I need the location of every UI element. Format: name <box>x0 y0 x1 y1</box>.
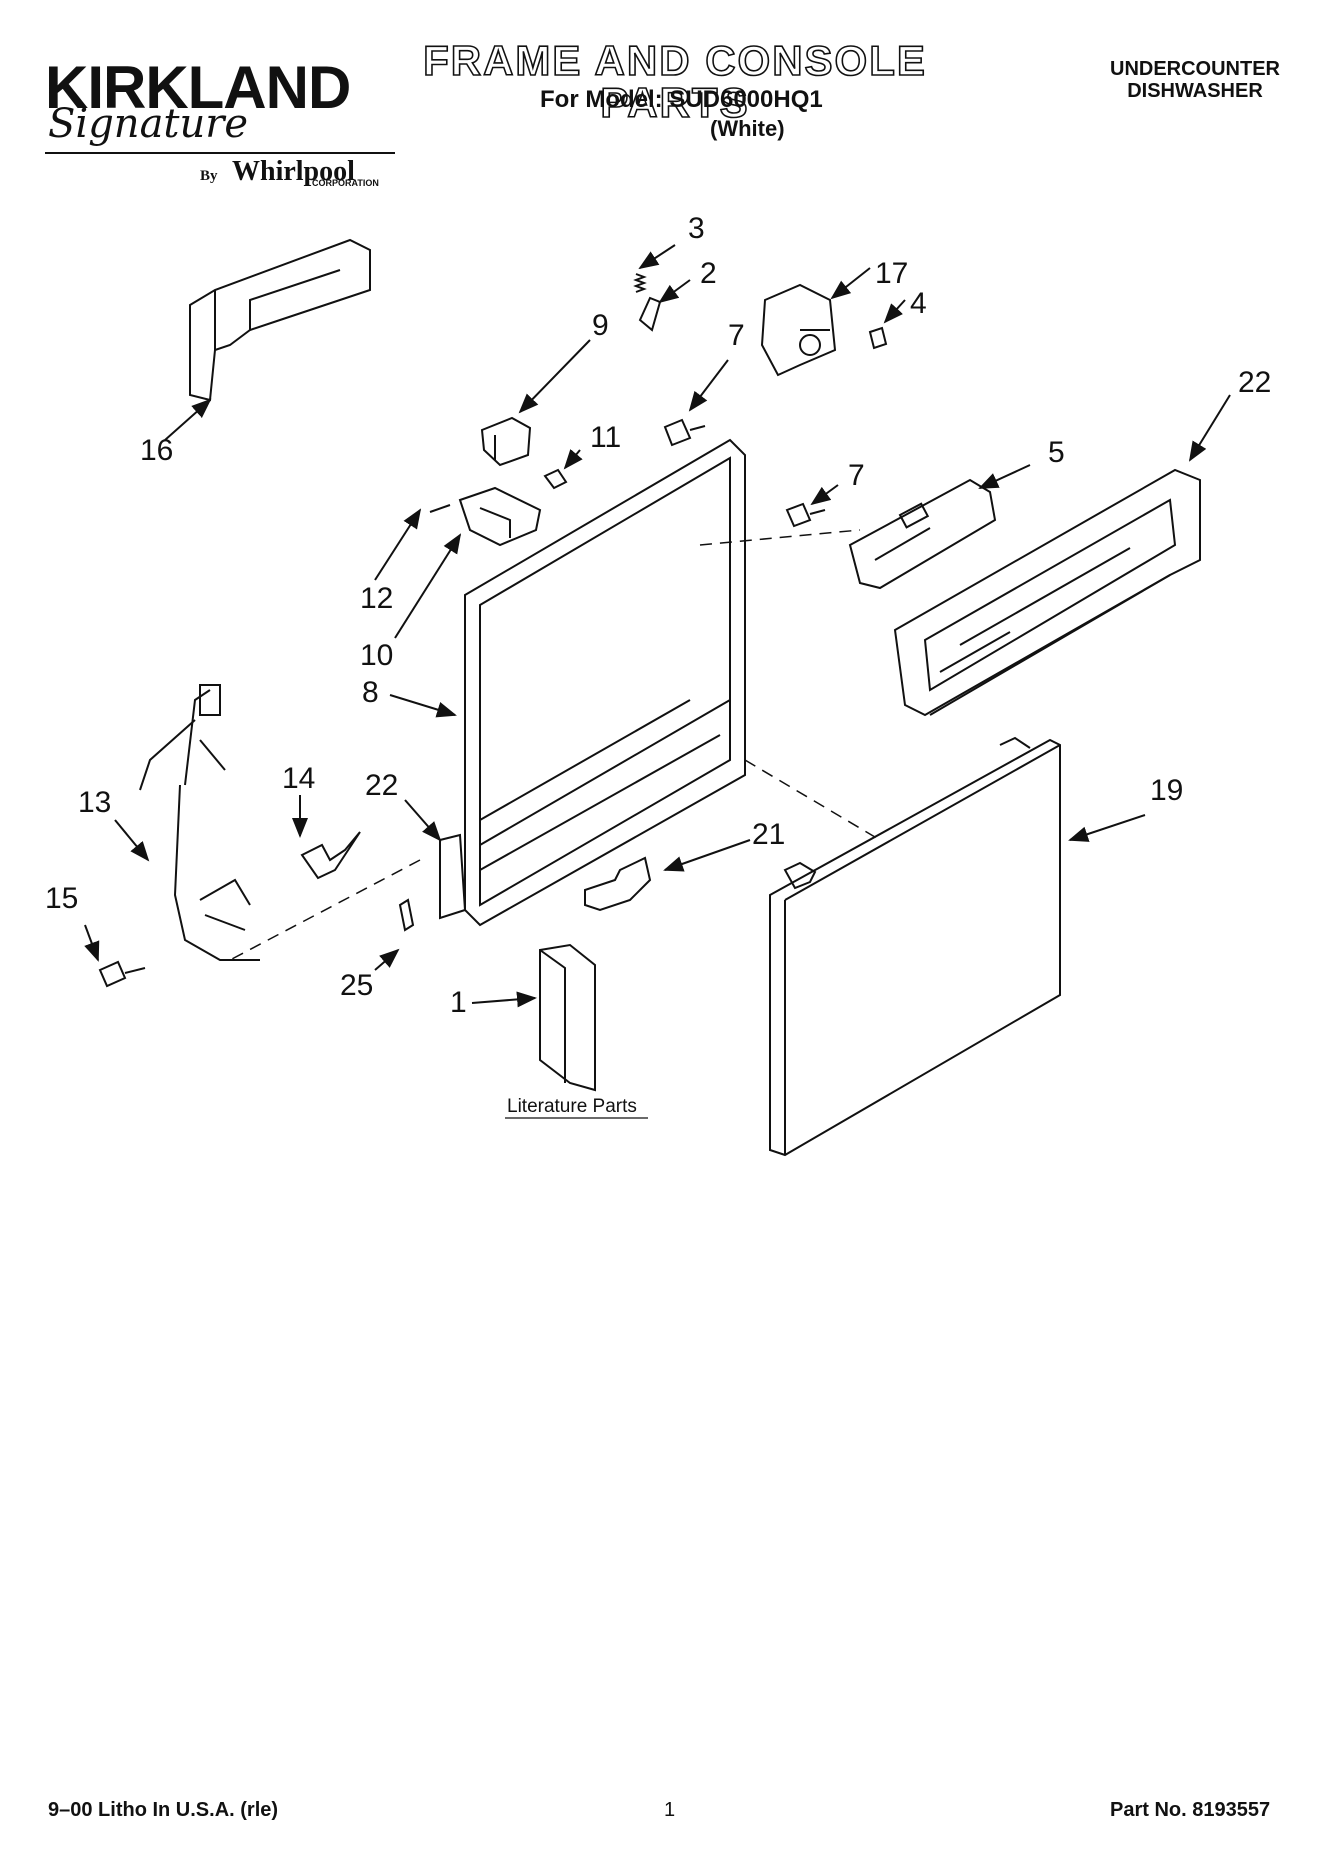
part-11-insert <box>543 468 568 490</box>
part-13-wire-harness <box>139 684 260 961</box>
brand-script-logo: Signature <box>48 101 249 147</box>
part-17-switch <box>760 283 837 377</box>
part-14-sensor <box>300 831 361 880</box>
part-2-bracket <box>638 296 662 332</box>
callout-13: 13 <box>78 786 111 819</box>
callout-2: 2 <box>700 257 717 290</box>
manufacturer-logo: Whirlpool <box>232 156 355 187</box>
brand-logo: KIRKLAND <box>45 54 351 121</box>
category-label: UNDERCOUNTER DISHWASHER <box>1100 58 1290 102</box>
print-info: 9–00 Litho In U.S.A. (rle) <box>48 1799 279 1821</box>
part-7-screw-top <box>663 418 706 447</box>
callout-5: 5 <box>1048 436 1065 469</box>
part-3-spring <box>633 273 647 293</box>
callout-14: 14 <box>282 762 315 795</box>
part-7-screw-panel <box>785 502 826 528</box>
callout-11: 11 <box>590 421 621 454</box>
callout-7: 7 <box>728 319 745 352</box>
literature-parts-label: Literature Parts <box>507 1096 637 1117</box>
callout-8: 8 <box>362 676 379 709</box>
callout-22: 22 <box>365 769 398 802</box>
model-line: For Model: SUD6000HQ1 <box>540 86 823 113</box>
callout-15: 15 <box>45 882 78 915</box>
callout-1: 1 <box>450 986 467 1019</box>
category-line-2: DISHWASHER <box>1127 80 1263 102</box>
callout-21: 21 <box>752 818 785 851</box>
part-number: Part No. 8193557 <box>1110 1799 1271 1821</box>
callout-12: 12 <box>360 582 393 615</box>
part-21-clip <box>584 856 652 912</box>
callout-7: 7 <box>848 459 865 492</box>
brand-divider <box>45 152 395 154</box>
part-4-clip <box>868 326 888 350</box>
part-12-pin <box>429 504 451 513</box>
part-15-screw <box>98 960 146 988</box>
alignment-lines <box>229 529 881 961</box>
callout-3: 3 <box>688 212 705 245</box>
page-number: 1 <box>664 1799 676 1821</box>
callout-16: 16 <box>140 434 173 467</box>
callout-22: 22 <box>1238 366 1271 399</box>
callout-25: 25 <box>340 969 373 1002</box>
leader-lines <box>84 244 1231 1008</box>
callout-17: 17 <box>875 257 908 290</box>
part-16-shield <box>189 238 371 402</box>
callout-4: 4 <box>910 287 927 320</box>
category-line-1: UNDERCOUNTER <box>1110 58 1280 80</box>
part-25-clip <box>398 898 415 932</box>
callout-labels: 3 2 174 9 7 22 11 16 5 7 12 10 8 14 22 19 13 21 15 25 1 <box>45 212 1271 1019</box>
manufacturer-suffix: CORPORATION <box>312 178 379 188</box>
callout-19: 19 <box>1150 774 1183 807</box>
part-10-housing <box>458 486 542 547</box>
part-22-console <box>893 468 1201 717</box>
part-19-door-panel <box>769 736 1061 1157</box>
part-5-control-panel <box>848 478 997 590</box>
part-1-literature <box>539 943 596 1092</box>
callout-10: 10 <box>360 639 393 672</box>
part-8-door-frame <box>439 438 746 927</box>
page-title: FRAME AND CONSOLE PARTS <box>422 37 927 126</box>
callout-9: 9 <box>592 309 609 342</box>
variant-label: (White) <box>710 116 785 141</box>
part-9-latch <box>480 416 532 467</box>
by-label: By <box>200 168 218 184</box>
